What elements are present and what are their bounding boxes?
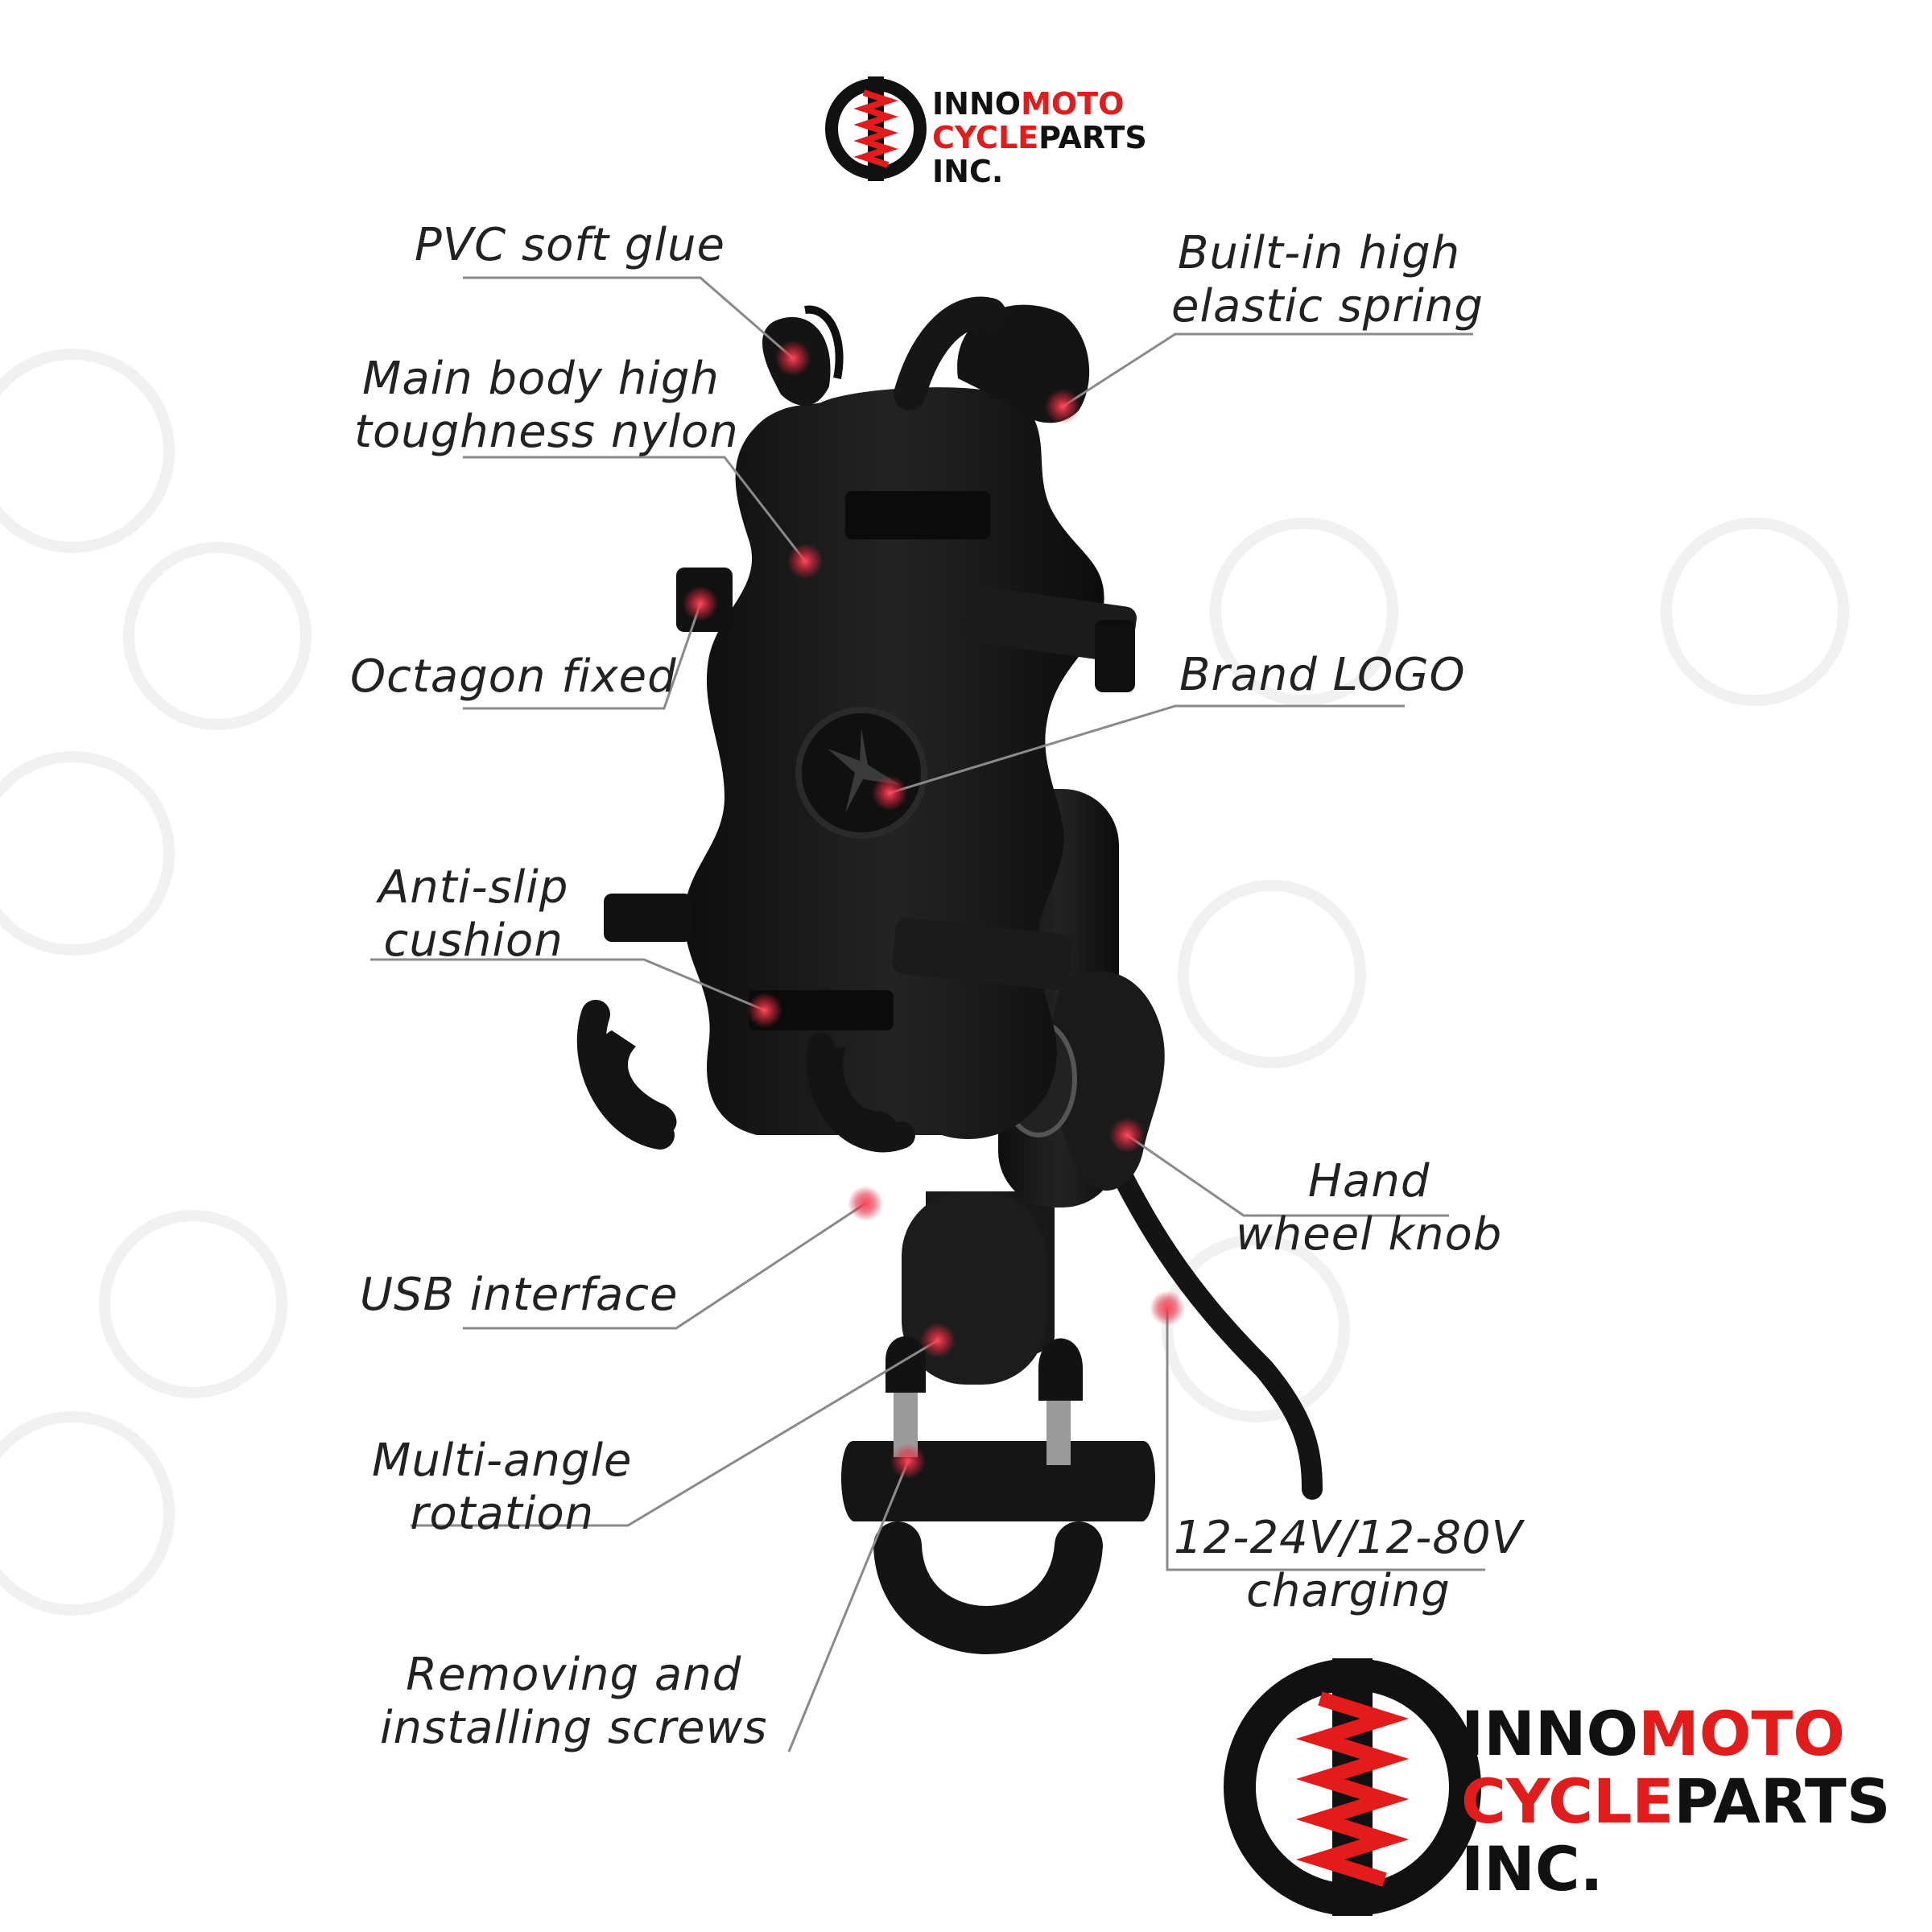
callout-markers [683,341,1185,1479]
callout-text: charging [1246,1565,1451,1617]
logo-word-inc: INC. [932,154,1004,189]
callout-text: Hand [1307,1155,1430,1208]
callout-text: wheel knob [1236,1208,1503,1261]
logo-word-parts: PARTS [1038,120,1147,155]
callout-text: Octagon fixed [350,650,677,703]
logo-word-parts: PARTS [1674,1765,1891,1837]
callout-text: Multi-angle [372,1435,633,1487]
callout-text: installing screws [380,1702,768,1754]
callout-text: Built-in high [1178,227,1461,279]
logo-word-moto: MOTO [1021,86,1125,122]
callout-octagon-fixed: Octagon fixed [350,650,677,704]
side-clip-upper-right [964,586,1137,663]
callout-nylon-body: Main body high toughness nylon [354,353,739,459]
usb-cable [1084,1108,1323,1500]
callout-hand-wheel-knob: Hand wheel knob [1236,1155,1502,1261]
logo-word-cycle: CYCLE [1461,1765,1674,1837]
leader-lines [370,276,1485,1752]
callout-pvc-soft-glue: PVC soft glue [415,219,725,272]
callout-text: elastic spring [1171,280,1484,332]
callout-elastic-spring: Built-in high elastic spring [1171,227,1484,333]
callout-text: Brand LOGO [1179,649,1466,701]
callout-text: rotation [410,1488,595,1540]
logo-word-inc: INC. [1461,1833,1604,1905]
callout-brand-logo: Brand LOGO [1179,649,1466,702]
callout-multi-angle-rotation: Multi-angle rotation [372,1435,632,1541]
callout-screws: Removing and installing screws [380,1649,767,1755]
logo-word-cycle: CYCLE [932,120,1039,155]
side-clip-lower-right [892,918,1072,990]
callout-text: PVC soft glue [415,219,725,271]
logo-word-inno: INNO [932,86,1022,122]
callout-text: 12-24V/12-80V [1174,1512,1523,1564]
top-logo-emblem [825,76,927,181]
callout-text: Main body high [362,353,720,405]
bottom-logo-wordmark: INNOMOTO CYCLEPARTS INC. [1461,1700,1890,1903]
callout-usb-interface: USB interface [360,1269,679,1322]
callout-text: Anti-slip [378,861,569,914]
callout-text: toughness nylon [354,406,739,458]
callout-charging-voltage: 12-24V/12-80V charging [1174,1512,1523,1618]
callout-text: cushion [383,914,564,967]
logo-word-inno: INNO [1461,1698,1639,1769]
callout-text: Removing and [406,1649,742,1701]
side-clip-lower-left [604,894,692,942]
callout-text: USB interface [360,1269,679,1321]
logo-word-moto: MOTO [1638,1698,1845,1769]
top-logo-wordmark: INNOMOTO CYCLEPARTS INC. [932,87,1147,188]
callout-anti-slip-cushion: Anti-slip cushion [378,861,568,968]
bottom-logo-emblem [1224,1658,1481,1916]
